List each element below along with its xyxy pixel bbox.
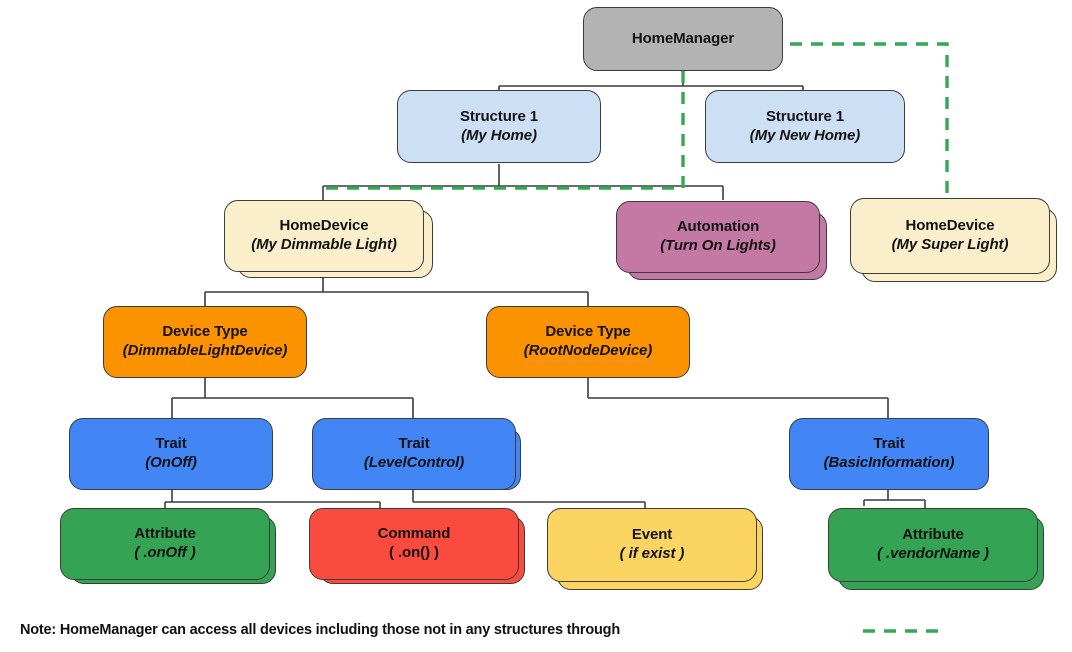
node-line2: ( .onOff ) (134, 544, 196, 561)
structure-my-home-node[interactable]: Structure 1 (My Home) (397, 90, 601, 163)
device-type-dimmable-light-device-node[interactable]: Device Type (DimmableLightDevice) (103, 306, 307, 378)
event-if-exist-node[interactable]: Event ( if exist ) (547, 508, 757, 582)
edge-homemanager-to-structures (498, 72, 804, 90)
node-line1: Trait (398, 435, 430, 453)
note-text: Note: HomeManager can access all devices… (20, 622, 620, 638)
attribute-vendorname-node[interactable]: Attribute ( .vendorName ) (828, 508, 1038, 582)
node-line1: HomeManager (631, 29, 735, 47)
trait-levelcontrol-node[interactable]: Trait (LevelControl) (312, 418, 516, 490)
edge-homedevice-to-devicetypes (204, 272, 589, 306)
node-line1: Event (631, 526, 673, 544)
node-line2: (My Home) (461, 126, 537, 144)
node-line1: HomeDevice (279, 217, 369, 235)
node-line2: ( if exist ) (619, 545, 685, 562)
automation-turn-on-lights-node[interactable]: Automation (Turn On Lights) (616, 201, 820, 273)
node-line2: (My Dimmable Light) (251, 236, 397, 253)
home-device-my-super-light-node[interactable]: HomeDevice (My Super Light) (850, 198, 1050, 274)
structure-my-new-home-node[interactable]: Structure 1 (My New Home) (705, 90, 905, 163)
node-line2: (DimmableLightDevice) (122, 342, 288, 359)
node-line1: Structure 1 (459, 107, 539, 125)
trait-onoff-node[interactable]: Trait (OnOff) (69, 418, 273, 490)
attribute-onoff-node[interactable]: Attribute ( .onOff ) (60, 508, 270, 580)
node-line1: Device Type (162, 323, 248, 341)
node-line1: HomeDevice (905, 217, 995, 235)
command-on-node[interactable]: Command ( .on() ) (309, 508, 519, 580)
node-line2: (LevelControl) (363, 454, 465, 471)
node-line1: Attribute (134, 525, 196, 543)
node-line2: ( .on() ) (389, 544, 439, 561)
node-line1: Attribute (902, 526, 964, 544)
node-line1: Trait (155, 435, 187, 453)
edge-traitlevelcontrol-to-event (412, 490, 646, 510)
device-type-root-node-device-node[interactable]: Device Type (RootNodeDevice) (486, 306, 690, 378)
node-line1: Structure 1 (765, 107, 845, 125)
node-line2: ( .vendorName ) (877, 545, 989, 562)
home-device-my-dimmable-light-node[interactable]: HomeDevice (My Dimmable Light) (224, 200, 424, 272)
node-line1: Automation (676, 218, 760, 236)
edge-devicetype2-to-trait (587, 378, 889, 418)
node-line2: (Turn On Lights) (660, 237, 776, 254)
edge-traitbasicinfo-to-attribute (863, 490, 926, 510)
node-line2: (BasicInformation) (823, 454, 955, 471)
node-line1: Device Type (545, 323, 631, 341)
spellcheck-underline (524, 360, 651, 363)
node-line2: (OnOff) (145, 454, 197, 471)
edge-structure1-to-children (322, 164, 724, 200)
home-manager-node[interactable]: HomeManager (583, 7, 783, 71)
node-line2: (RootNodeDevice) (523, 342, 653, 359)
node-line1: Trait (873, 435, 905, 453)
edge-devicetype1-to-traits (171, 378, 414, 418)
node-line2: (My New Home) (749, 126, 861, 144)
edge-traitonoff-to-children (164, 490, 381, 510)
node-line1: Command (377, 525, 451, 543)
node-line2: (My Super Light) (891, 236, 1009, 253)
trait-basicinformation-node[interactable]: Trait (BasicInformation) (789, 418, 989, 490)
